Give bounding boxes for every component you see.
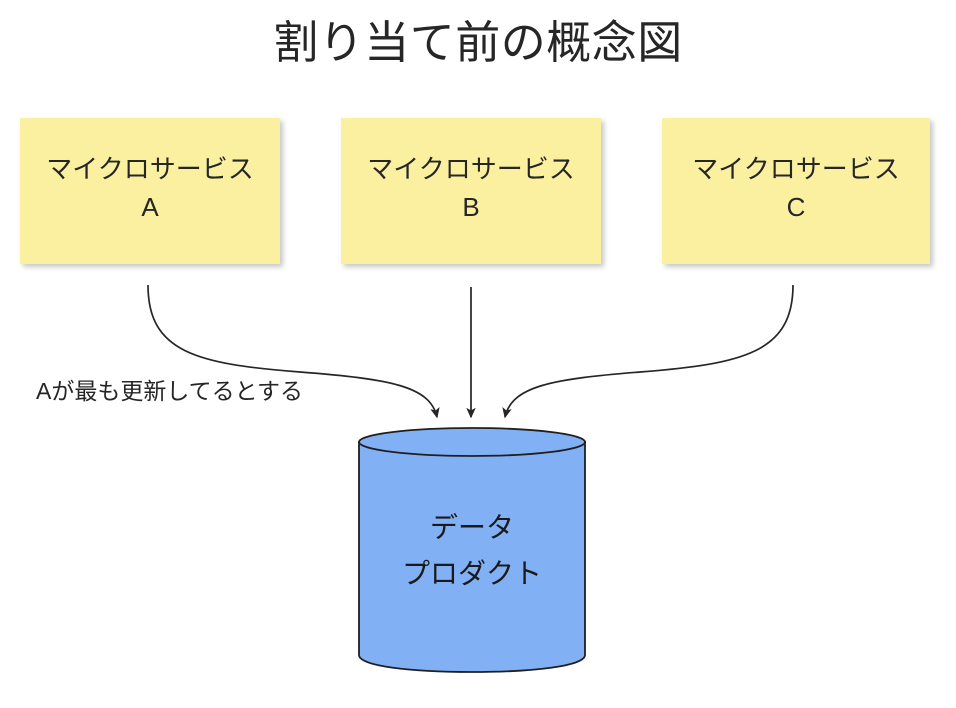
data-product-cylinder[interactable]: データ プロダクト xyxy=(358,427,586,673)
microservice-box-a[interactable]: マイクロサービス A xyxy=(20,118,280,264)
microservice-box-a-label: マイクロサービス A xyxy=(46,154,254,222)
microservice-box-b-label: マイクロサービス B xyxy=(367,154,575,222)
arrow-service-c-to-datastore xyxy=(502,284,794,419)
page-title: 割り当て前の概念図 xyxy=(273,17,683,68)
microservice-box-c[interactable]: マイクロサービス C xyxy=(662,118,930,264)
data-product-label: データ プロダクト xyxy=(401,512,542,589)
microservice-box-b[interactable]: マイクロサービス B xyxy=(341,118,601,264)
cylinder-shape xyxy=(358,427,586,673)
cylinder-body xyxy=(358,441,586,673)
annotation-text: Aが最も更新してるとする xyxy=(36,378,303,404)
cylinder-top-ellipse xyxy=(358,427,586,457)
microservice-box-c-label: マイクロサービス C xyxy=(692,154,900,222)
